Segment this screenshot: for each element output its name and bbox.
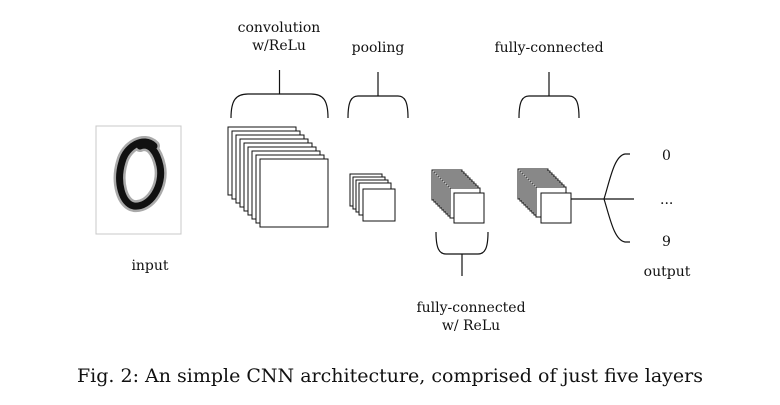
pooling-bracket xyxy=(347,72,409,119)
conv-label-line1: convolution xyxy=(237,20,321,36)
input-image xyxy=(95,125,182,235)
output-connector xyxy=(571,153,634,243)
fc-relu-label-line2: w/ ReLu xyxy=(441,318,501,334)
output-label: output xyxy=(643,264,691,280)
fc-layer-stack xyxy=(517,168,572,224)
fc-top-label: fully-connected xyxy=(494,40,604,56)
figure-caption: Fig. 2: An simple CNN architecture, comp… xyxy=(77,365,703,387)
fc-relu-bracket xyxy=(435,231,489,276)
conv-label-line2: w/ReLu xyxy=(252,38,306,54)
fc-relu-label-line1: fully-connected xyxy=(416,300,526,316)
input-label: input xyxy=(131,258,169,274)
output-class-dots: ... xyxy=(660,192,674,208)
conv-layer-stack xyxy=(227,126,329,228)
handwritten-digit-zero-icon xyxy=(113,136,167,212)
pooling-layer-stack xyxy=(349,173,396,222)
output-class-9: 9 xyxy=(662,234,671,250)
pooling-label: pooling xyxy=(351,40,405,56)
output-class-0: 0 xyxy=(662,148,671,164)
conv-bracket xyxy=(230,70,329,119)
fc-top-bracket xyxy=(518,72,580,119)
fc-relu-layer-stack xyxy=(431,169,485,224)
